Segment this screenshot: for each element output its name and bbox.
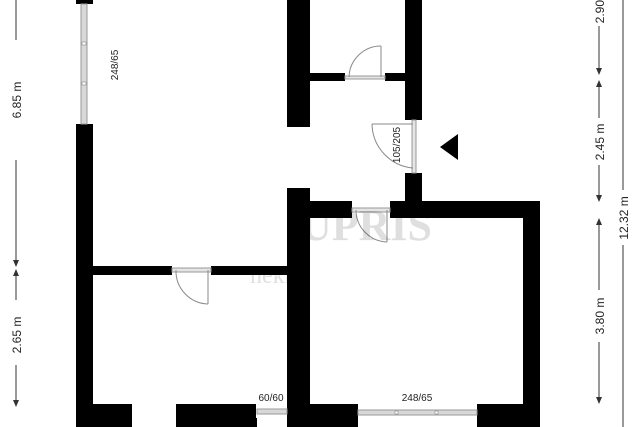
dim-right-3-80: 3.80 m — [593, 298, 607, 335]
walls — [76, 0, 540, 427]
left-dimension-lines — [13, 0, 19, 407]
window-bottom-middle-label: 60/60 — [258, 393, 283, 404]
window-bottom-right-label: 248/65 — [402, 393, 433, 404]
dim-left-bottom: 2.65 m — [10, 317, 24, 354]
window-bottom-right — [357, 409, 478, 416]
door-right-room — [351, 207, 391, 243]
door-entrance — [371, 119, 417, 174]
window-left-top — [80, 3, 88, 125]
dim-right-total: 12.32 m — [617, 196, 631, 239]
door-left-room — [171, 267, 212, 305]
door-top-corridor — [344, 45, 386, 80]
dim-right-2-45: 2.45 m — [593, 124, 607, 161]
dim-right-2-90: 2.90 m — [593, 0, 607, 23]
door-entrance-label: 105/205 — [392, 126, 403, 163]
dim-left-top: 6.85 m — [10, 82, 24, 119]
entrance-arrow-icon — [440, 134, 458, 160]
window-bottom-middle — [256, 408, 288, 415]
window-left-top-label: 248/65 — [110, 49, 121, 80]
watermark-sub: nekr — [250, 263, 293, 289]
right-dimension-lines — [596, 0, 624, 427]
watermark-main: UPRIS — [300, 201, 432, 250]
